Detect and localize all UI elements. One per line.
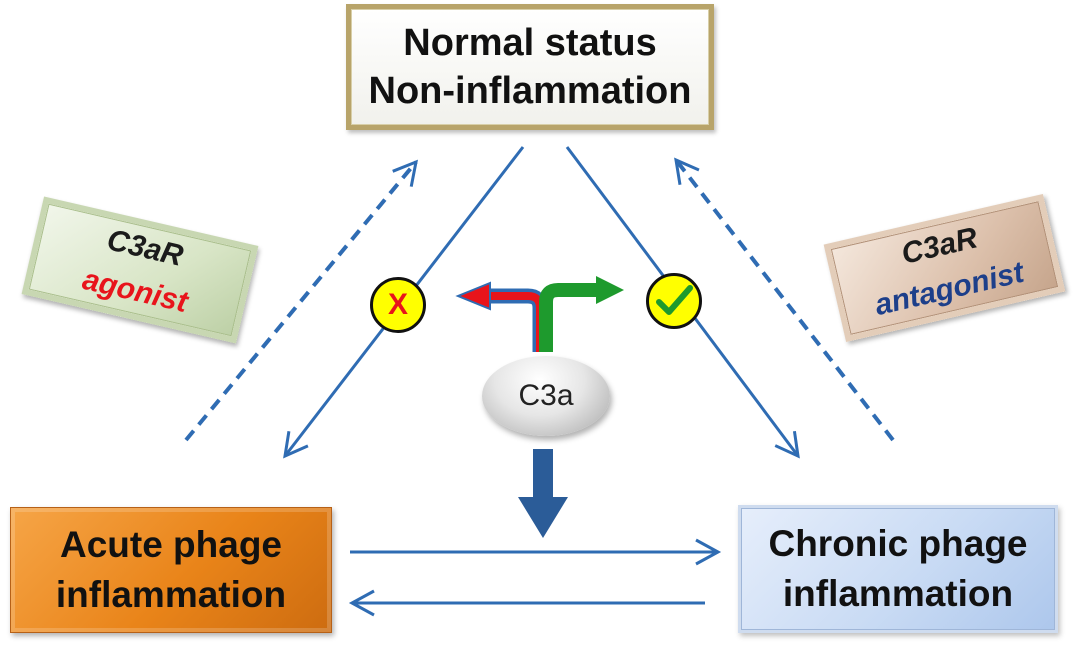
acute-inflammation-box: Acute phage inflammation (10, 507, 332, 633)
allowed-badge (646, 273, 702, 329)
c3a-down-arrow (518, 449, 568, 538)
normal-status-title: Normal status (403, 22, 657, 64)
c3a-node: C3a (482, 356, 610, 436)
branch-arrow (455, 276, 624, 352)
agonist-dashed-arrow (184, 159, 418, 442)
x-icon: X (387, 288, 408, 321)
c3a-label: C3a (518, 379, 574, 412)
blocked-badge: X (370, 277, 426, 333)
normal-status-subtitle: Non-inflammation (368, 70, 692, 112)
chronic-title: Chronic phage (768, 523, 1028, 564)
chronic-subtitle: inflammation (782, 573, 1014, 614)
normal-status-box: Normal status Non-inflammation (346, 4, 714, 130)
acute-title: Acute phage (59, 524, 283, 565)
chronic-inflammation-box: Chronic phage inflammation (738, 505, 1058, 633)
acute-subtitle: inflammation (55, 574, 287, 615)
checkmark-icon (656, 285, 693, 315)
